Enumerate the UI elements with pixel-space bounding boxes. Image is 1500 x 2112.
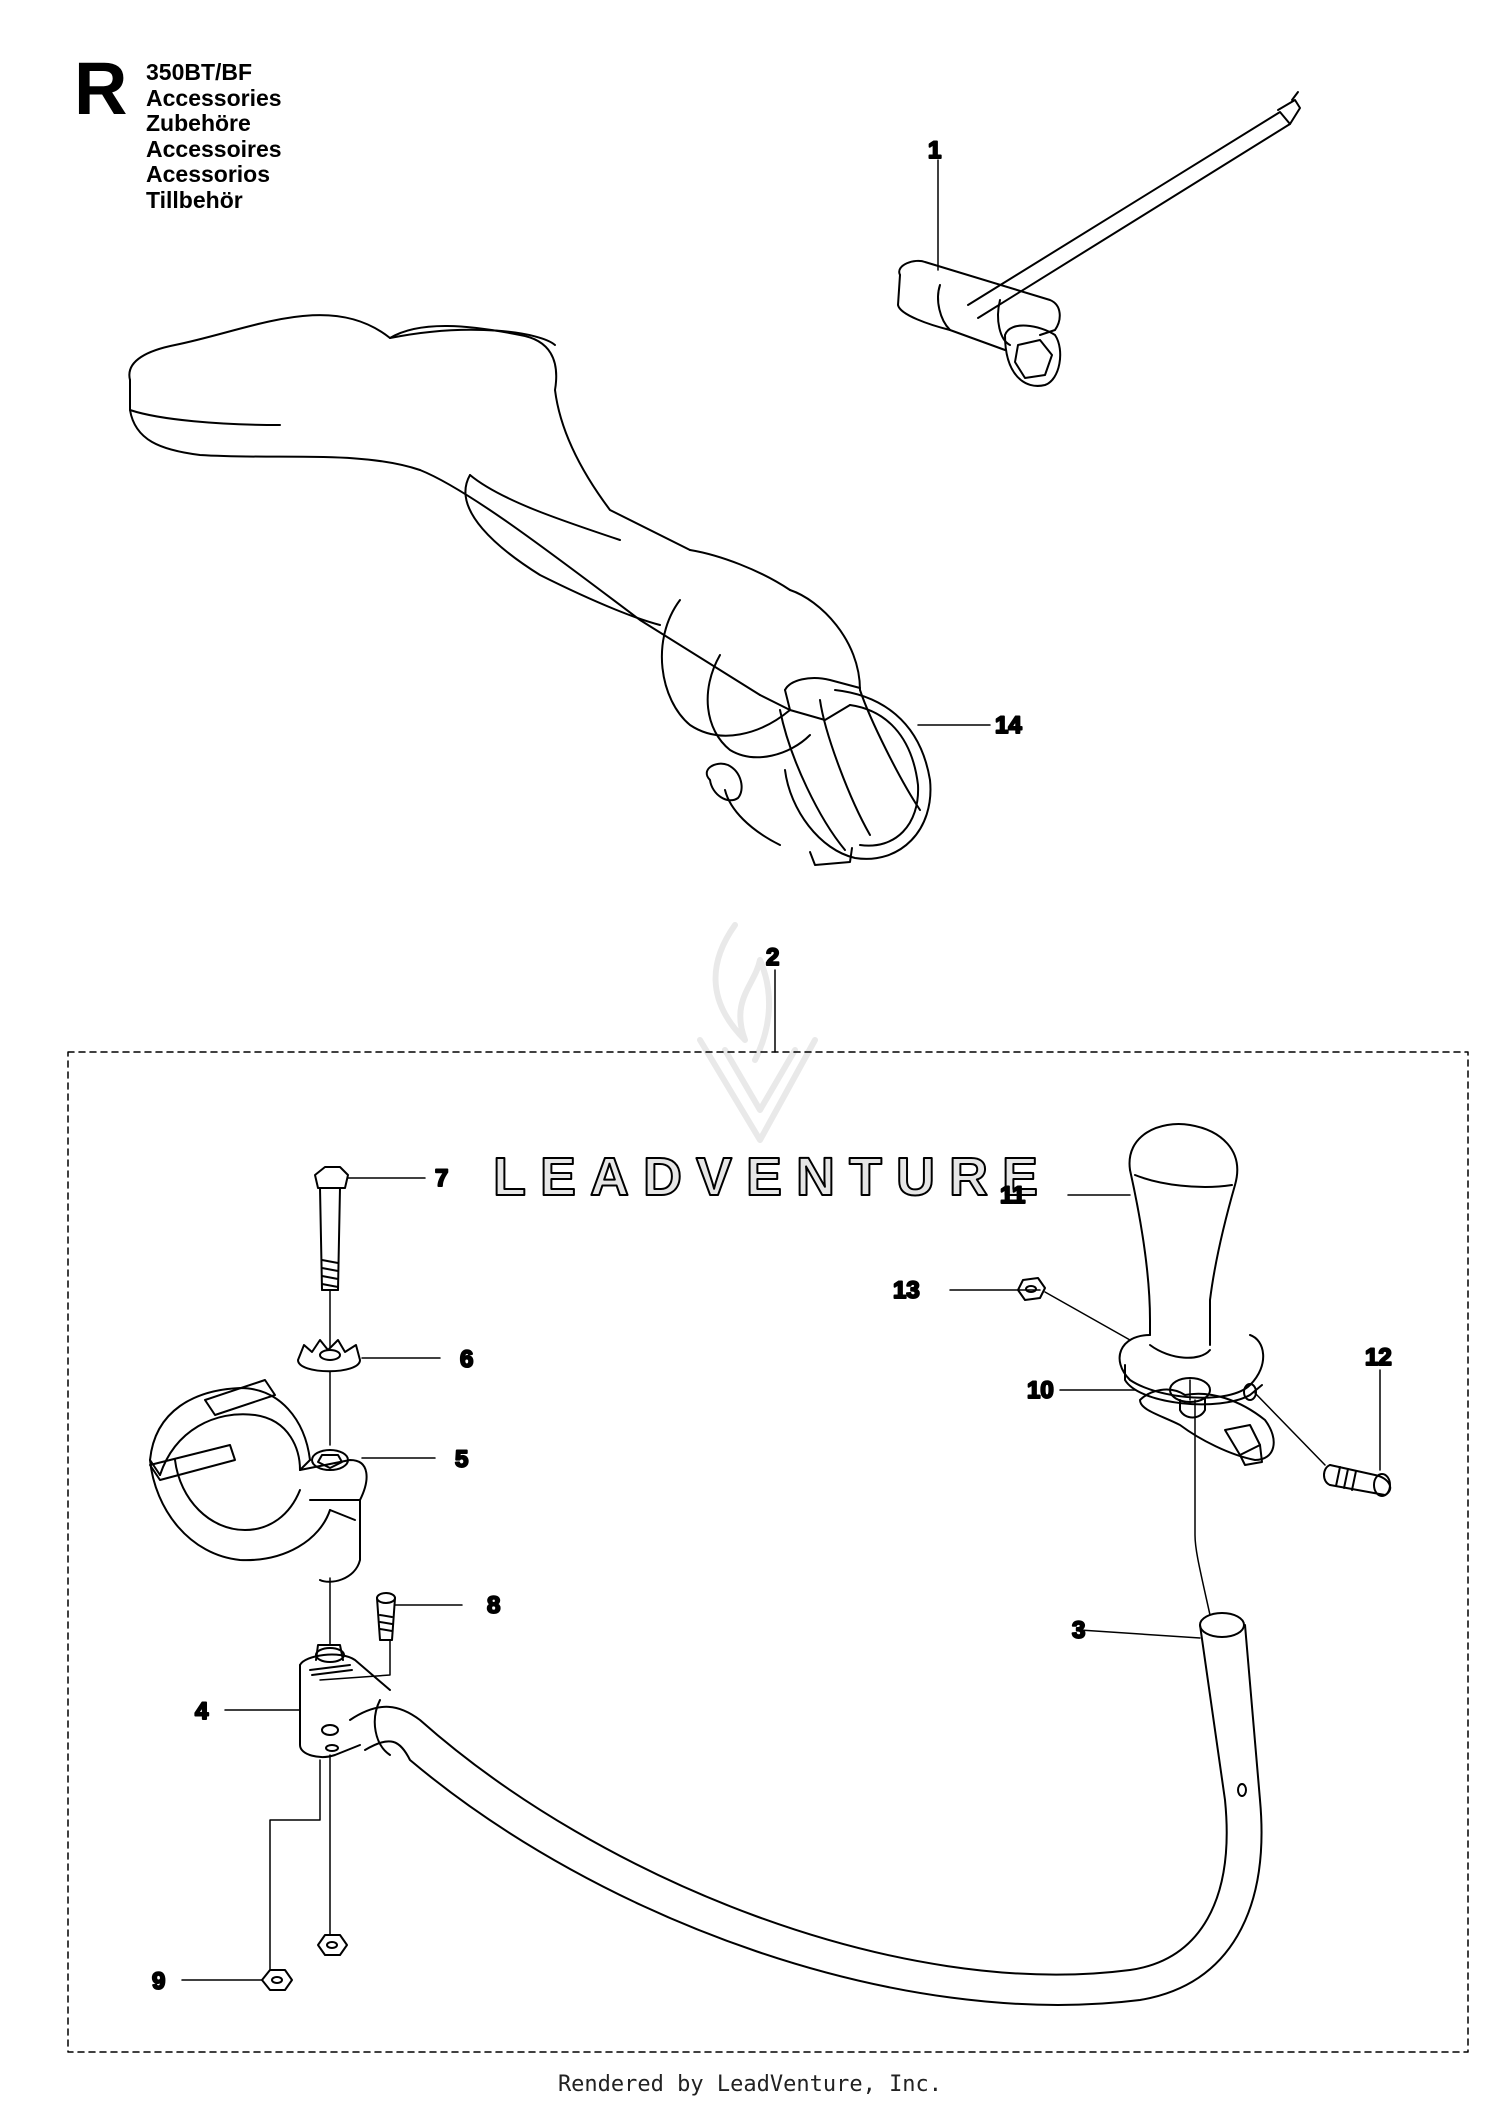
callout-7: 7 — [435, 1165, 448, 1192]
callout-8: 8 — [487, 1592, 500, 1619]
callout-5: 5 — [455, 1446, 468, 1473]
watermark-text: LEADVENTURE — [493, 1147, 1052, 1207]
bracket-nut — [317, 1934, 348, 1956]
part-7-bolt — [314, 1166, 349, 1291]
part-11-grip — [1118, 1123, 1265, 1406]
part-14-flat-nozzle — [128, 314, 932, 866]
part-1-combination-wrench — [897, 91, 1301, 387]
title-pt: Acessorios — [146, 161, 271, 187]
callout-12: 12 — [1365, 1344, 1392, 1371]
part-9-nut — [261, 1969, 293, 1991]
section-titles: 350BT/BF Accessories Zubehöre Accessoire… — [146, 59, 282, 213]
callout-14: 14 — [995, 712, 1022, 739]
render-credit-footer: Rendered by LeadVenture, Inc. — [557, 2072, 943, 2097]
callout-2: 2 — [766, 944, 779, 971]
part-12-screw — [1323, 1464, 1392, 1497]
model-title: 350BT/BF — [146, 59, 253, 85]
leadventure-watermark-logo — [697, 922, 818, 1143]
callout-3: 3 — [1072, 1617, 1085, 1644]
callout-13: 13 — [893, 1277, 920, 1304]
title-fr: Accessoires — [146, 135, 282, 162]
callout-10: 10 — [1027, 1377, 1054, 1404]
callout-4: 4 — [195, 1698, 209, 1725]
section-letter: R — [74, 47, 128, 130]
callout-6: 6 — [460, 1346, 473, 1373]
part-4-handle-bracket — [299, 1644, 391, 1758]
title-de: Zubehöre — [146, 110, 251, 136]
part-10-handle-clamp — [1139, 1377, 1275, 1466]
callout-9: 9 — [152, 1968, 165, 1995]
callout-11: 11 — [1000, 1182, 1025, 1209]
part-5-clamp — [149, 1379, 368, 1583]
part-13-nut — [1017, 1277, 1046, 1301]
part-3-loop-handle — [349, 1612, 1263, 2006]
callout-1: 1 — [928, 137, 941, 164]
leader-lines — [181, 159, 1381, 1981]
part-6-serrated-washer — [297, 1339, 361, 1373]
title-en: Accessories — [146, 84, 282, 111]
part-8-screw — [376, 1592, 396, 1641]
title-sv: Tillbehör — [146, 186, 243, 213]
